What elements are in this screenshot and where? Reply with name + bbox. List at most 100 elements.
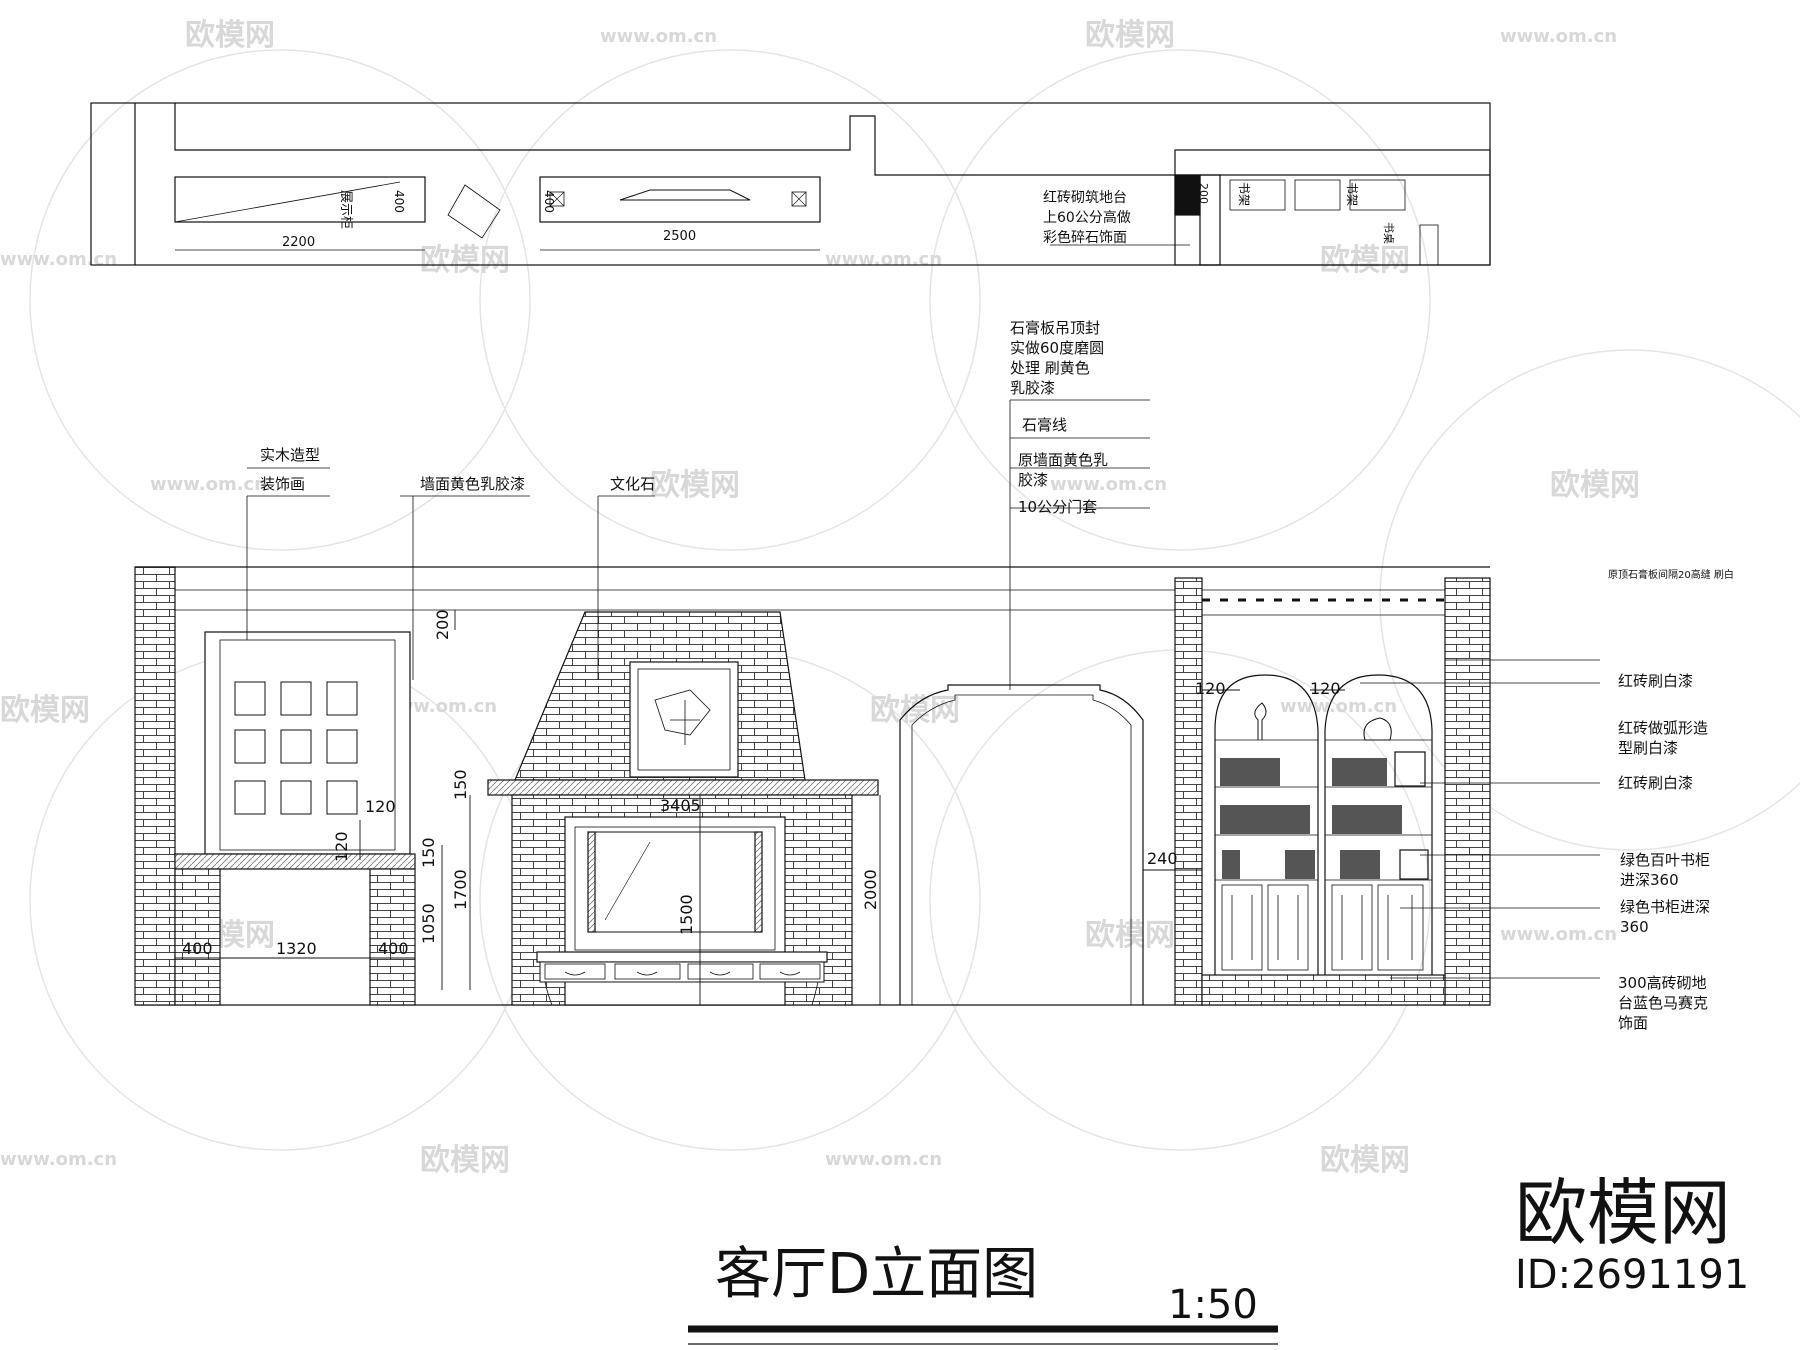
dim-150: 150 [419, 837, 438, 868]
dim-200: 200 [433, 609, 452, 640]
plan-note-line: 上60公分高做 [1043, 209, 1131, 226]
display-cabinet-plan [174, 176, 426, 223]
plan-dim-400: 400 [542, 190, 556, 213]
right-note: 绿色百叶书柜 [1620, 851, 1710, 869]
dim-120: 120 [332, 831, 351, 862]
vase-right [1363, 717, 1392, 741]
wall-paint-label: 墙面黄色乳胶漆 [420, 475, 525, 493]
dim-400: 400 [378, 939, 409, 958]
ceiling-note: 石膏板吊顶封 [1010, 319, 1100, 337]
drawing-scale: 1:50 [1168, 1282, 1258, 1328]
dim-1500: 1500 [677, 894, 696, 935]
annotations: 实木造型 装饰画 墙面黄色乳胶漆 文化石 石膏板吊顶封 实做60度磨圆 处理 刷… [260, 319, 1734, 1032]
right-note: 台蓝色马赛克 [1618, 994, 1708, 1012]
ceiling-note: 乳胶漆 [1010, 379, 1055, 397]
leader-lines [246, 399, 1600, 979]
dim-150: 150 [451, 769, 470, 800]
brick-platform-block [1174, 174, 1201, 216]
right-note: 饰面 [1618, 1014, 1648, 1032]
door-trim-label: 10公分门套 [1018, 498, 1097, 516]
watermark-logo: 欧模网 [185, 18, 275, 53]
arch-doorway [899, 684, 1144, 1005]
watermark-logo: 欧模网 [0, 693, 90, 728]
dim-3405: 3405 [660, 796, 701, 815]
watermark-url: www.om.cn [825, 1149, 942, 1170]
watermark-arcs [29, 49, 1800, 1151]
decor-painting [629, 661, 739, 778]
dim-120: 120 [365, 797, 396, 816]
plan-note-line: 红砖砌筑地台 [1043, 190, 1127, 206]
watermark-logo: 欧模网 [420, 243, 510, 278]
solid-wood-label: 装饰画 [260, 475, 305, 493]
drawing-title: 客厅D立面图 [715, 1242, 1038, 1307]
ceiling-gap-label: 原顶石膏板间隔20高缝 刷白 [1608, 568, 1734, 581]
watermark-url: www.om.cn [1500, 26, 1617, 47]
watermark-logo: 欧模网 [870, 693, 960, 728]
dim-1050: 1050 [419, 903, 438, 944]
right-note: 360 [1620, 918, 1649, 936]
right-note: 300高砖砌地 [1618, 974, 1707, 992]
watermark-url: www.om.cn [1050, 474, 1167, 495]
dim-1320: 1320 [276, 939, 317, 958]
watermark-url: www.om.cn [150, 474, 267, 495]
title-block: 客厅D立面图 1:50 [688, 1242, 1278, 1345]
ceiling-note: 处理 刷黄色 [1010, 359, 1090, 377]
door-swing-mark [447, 184, 501, 239]
brand-name: 欧模网 [1515, 1171, 1731, 1255]
watermark-logo: 欧模网 [1550, 468, 1640, 503]
brand-block: 欧模网 ID:2691191 [1515, 1171, 1749, 1298]
orig-wall-label: 胶漆 [1018, 471, 1048, 489]
dim-240: 240 [1147, 849, 1178, 868]
desk-label: 书桌 [1382, 222, 1395, 244]
solid-wood-label: 实木造型 [260, 446, 320, 464]
watermark-url: www.om.cn [825, 249, 942, 270]
bench-top [174, 853, 416, 870]
book-rows [1220, 751, 1429, 880]
plan-dim-2500: 2500 [663, 229, 696, 244]
solid-wood-panel [204, 631, 411, 855]
watermark-url: www.om.cn [0, 249, 117, 270]
right-note: 红砖刷白漆 [1618, 774, 1693, 792]
right-note: 进深360 [1620, 871, 1679, 889]
watermark-url: www.om.cn [1280, 696, 1397, 717]
bookshelf-label: 书架 [1345, 182, 1359, 206]
dim-120: 120 [1195, 679, 1226, 698]
watermark-logo: 欧模网 [1320, 243, 1410, 278]
watermark-logo: 欧模网 [1085, 918, 1175, 953]
right-note: 红砖刷白漆 [1618, 672, 1693, 690]
left-brick-pier [134, 566, 176, 1006]
plan-labels: 展示柜 400 400 2200 2500 200 红砖砌筑地台 上60公分高做… [282, 182, 1395, 250]
watermark-url: www.om.cn [600, 26, 717, 47]
right-note: 型刷白漆 [1618, 739, 1678, 757]
watermark-logo: 欧模网 [1320, 1143, 1410, 1178]
tv-cabinet-plan [539, 176, 821, 223]
watermarks: 欧模网 欧模网 欧模网 欧模网 欧模网 欧模网 欧模网 欧模网 欧模网 欧模网 … [0, 18, 1800, 1178]
display-cabinet-label: 展示柜 [338, 190, 353, 229]
dim-2000: 2000 [861, 869, 880, 910]
mantel-shelf [487, 779, 879, 796]
bookshelf-right-pier [1444, 577, 1491, 1006]
dim-1700: 1700 [451, 869, 470, 910]
ceiling-note: 实做60度磨圆 [1010, 339, 1104, 357]
plan-dim-200: 200 [1197, 183, 1210, 204]
bookshelf-label: 书架 [1237, 182, 1251, 206]
elevation-view [134, 566, 1491, 1006]
right-note: 绿色书柜进深 [1620, 898, 1710, 916]
culture-stone-label: 文化石 [610, 475, 655, 493]
right-note: 红砖做弧形造 [1618, 719, 1708, 737]
bookcase-arch-left [1214, 674, 1319, 975]
plan-dim-400: 400 [392, 190, 406, 213]
watermark-url: www.om.cn [0, 1149, 117, 1170]
bookshelf-left-pier [1174, 577, 1203, 1006]
watermark-url: www.om.cn [1500, 924, 1617, 945]
watermark-logo: 欧模网 [1085, 18, 1175, 53]
brand-id: ID:2691191 [1515, 1252, 1749, 1298]
wood-panel-grid [234, 681, 358, 815]
bookcase-arch-right [1324, 674, 1433, 975]
dim-120: 120 [1310, 679, 1341, 698]
dimension-texts: 200 120 120 400 1320 400 150 1050 150 17… [182, 609, 1341, 958]
dimension-lines [175, 610, 1345, 1005]
plan-note-line: 彩色碎石饰面 [1043, 229, 1127, 246]
plan-view [90, 102, 1491, 266]
